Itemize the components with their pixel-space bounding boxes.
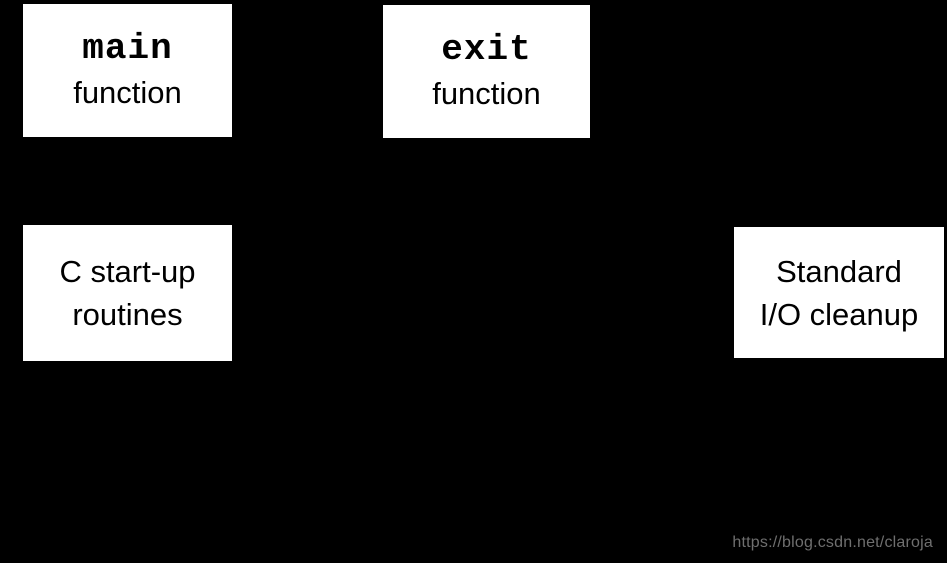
node-main-function-title: main (82, 28, 173, 69)
node-standard-io-cleanup: Standard I/O cleanup (734, 227, 944, 358)
node-main-function: main function (23, 4, 232, 137)
node-standard-io-cleanup-line1: Standard (776, 253, 902, 289)
node-main-function-subtitle: function (73, 75, 182, 110)
node-c-startup-routines-line1: C start-up (59, 254, 196, 289)
node-exit-function-title: exit (441, 29, 532, 70)
watermark-url: https://blog.csdn.net/claroja (732, 534, 933, 551)
node-c-startup-routines: C start-up routines (23, 225, 232, 361)
node-exit-function-subtitle: function (432, 76, 541, 111)
node-exit-function: exit function (383, 5, 590, 138)
node-c-startup-routines-line2: routines (72, 297, 183, 332)
node-standard-io-cleanup-line2: I/O cleanup (759, 296, 919, 332)
